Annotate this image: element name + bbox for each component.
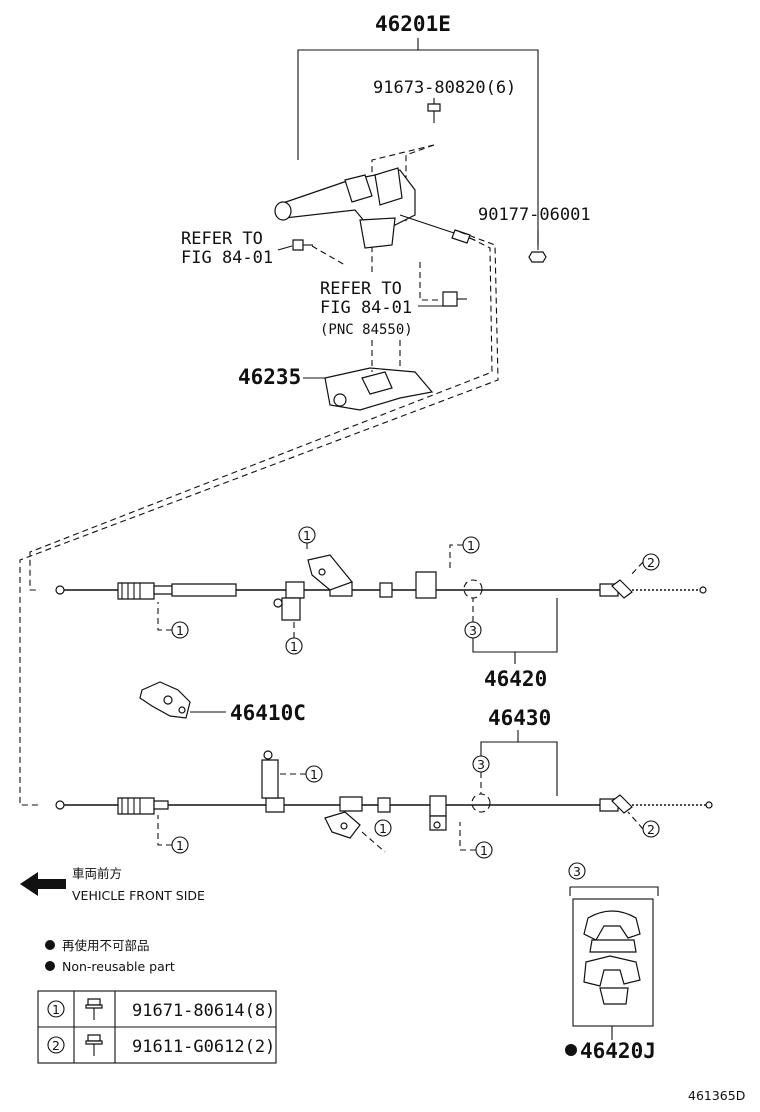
- table-part-2: 91611-G0612(2): [132, 1037, 275, 1057]
- callout-1-text: 1: [303, 528, 311, 543]
- equalizer-46410C: [139, 681, 191, 719]
- label-46235: 46235: [238, 365, 301, 389]
- non-reusable-dot-icon: [45, 961, 55, 971]
- figure-code: 461365D: [688, 1088, 745, 1103]
- callout-3-text: 3: [573, 864, 581, 879]
- callout-2-text: 2: [647, 555, 655, 570]
- legend-en: Non-reusable part: [62, 959, 175, 974]
- table-part-1: 91671-80614(8): [132, 1001, 275, 1021]
- clamp-detail-box: [572, 898, 654, 1027]
- callout-1-text: 1: [176, 623, 184, 638]
- callout-3-text: 3: [469, 623, 477, 638]
- callout-3-text: 3: [477, 757, 485, 772]
- callout-1-text: 1: [467, 538, 475, 553]
- callout-1-text: 1: [176, 838, 184, 853]
- front-arrow-icon: [20, 872, 66, 896]
- legend-jp: 再使用不可部品: [62, 938, 150, 953]
- non-reusable-dot-icon: [565, 1044, 577, 1056]
- bracket-46430-lower: [324, 811, 361, 839]
- label-refer-2-pnc: (PNC 84550): [320, 322, 413, 338]
- leader-cable-rh: [19, 231, 499, 806]
- bolt-icon: [427, 103, 441, 123]
- parking-brake-lever: [274, 167, 476, 249]
- table-key-circle: [47, 1036, 65, 1054]
- clamp-46420J: [583, 910, 641, 1005]
- label-46420: 46420: [484, 667, 547, 691]
- callout-2-text: 2: [647, 822, 655, 837]
- bracket-46430-mid: [429, 815, 447, 831]
- clamp-circle-46420: [463, 579, 483, 599]
- label-refer-2b: FIG 84-01: [320, 298, 412, 318]
- label-46430: 46430: [488, 706, 551, 730]
- callout-1-text: 1: [480, 843, 488, 858]
- table-key-1: 1: [52, 1002, 60, 1017]
- flange-bolt-icon: [85, 1034, 103, 1056]
- direction-en: VEHICLE FRONT SIDE: [72, 888, 205, 903]
- label-bolt-91673: 91673-80820(6): [373, 78, 516, 98]
- fastener-table: 1 91671-80614(8) 2 91611-G0612(2): [37, 990, 277, 1064]
- bracket-46430-upper: [261, 750, 279, 799]
- label-46410C: 46410C: [230, 701, 306, 725]
- label-refer-1a: REFER TO: [181, 229, 263, 249]
- nut-icon: [528, 251, 547, 263]
- cable-46420: [55, 571, 707, 600]
- bracket-46420-lower: [273, 597, 301, 621]
- bracket-46420-upper: [307, 554, 353, 591]
- lever-bracket-46235: [324, 367, 434, 411]
- direction-jp: 車両前方: [72, 866, 122, 881]
- clamp-circle-46430: [471, 793, 491, 813]
- cable-46430: [55, 794, 713, 817]
- label-nut-90177: 90177-06001: [478, 205, 591, 225]
- callout-1-text: 1: [290, 639, 298, 654]
- switch-icon: [442, 291, 467, 307]
- table-key-circle: [47, 1000, 65, 1018]
- callout-1: [374, 819, 392, 837]
- label-refer-2a: REFER TO: [320, 279, 402, 299]
- label-46201E: 46201E: [375, 12, 451, 36]
- callout-1-text: 1: [379, 821, 387, 836]
- callout-3: [568, 862, 586, 880]
- non-reusable-dot-icon: [45, 940, 55, 950]
- label-46420J: 46420J: [580, 1039, 656, 1063]
- leader-cable-lh: [29, 237, 493, 591]
- callout-1-text: 1: [310, 767, 318, 782]
- screw-icon: [292, 239, 313, 251]
- flange-bolt-icon: [85, 998, 103, 1020]
- table-key-2: 2: [52, 1038, 60, 1053]
- label-refer-1b: FIG 84-01: [181, 248, 273, 268]
